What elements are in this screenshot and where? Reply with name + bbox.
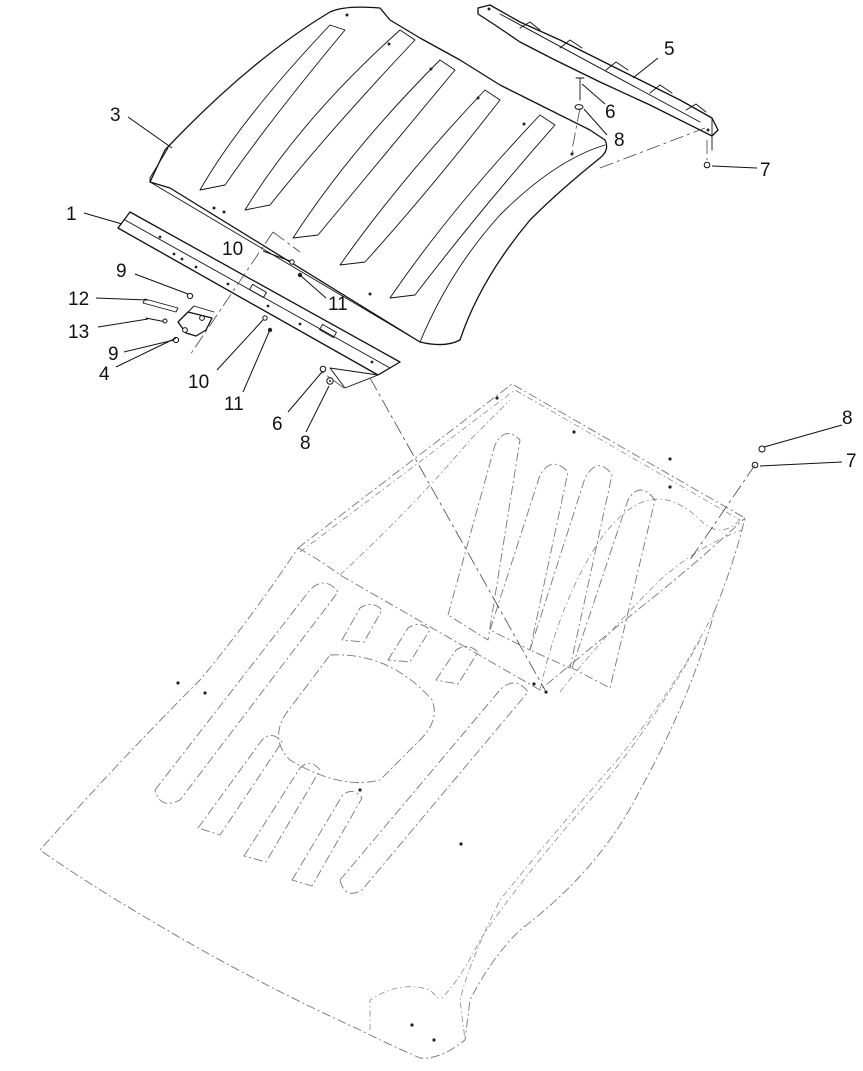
- callout-11-upper: 11: [328, 294, 348, 315]
- callout-9-lower: 9: [108, 344, 119, 365]
- top-bracket-part: [477, 4, 719, 151]
- callout-10-lower: 10: [188, 372, 209, 393]
- callout-4: 4: [99, 364, 110, 385]
- callout-13: 13: [68, 322, 89, 343]
- top-cover-part: [149, 6, 608, 346]
- callout-10-upper: 10: [222, 239, 243, 260]
- callout-8-lower: 8: [300, 433, 311, 454]
- lower-body-phantom: [39, 383, 746, 1059]
- callout-6-lower: 6: [272, 414, 283, 435]
- front-rail-part: [117, 211, 401, 389]
- callout-11-lower: 11: [224, 394, 244, 415]
- callout-5: 5: [664, 39, 675, 60]
- callout-12: 12: [68, 289, 89, 310]
- callout-3: 3: [110, 105, 121, 126]
- assembly-phantom-lines: [189, 107, 756, 691]
- callout-1: 1: [66, 204, 77, 225]
- callout-8-right: 8: [842, 408, 853, 429]
- callout-9-upper: 9: [116, 261, 127, 282]
- callout-labels: 1 3 4 5 6 8 7 9 12 13 9 10 11 10 11 6 8 …: [66, 39, 857, 472]
- callout-8-top: 8: [614, 130, 625, 151]
- callout-7-top: 7: [760, 160, 771, 181]
- fastener-group: [262, 77, 766, 469]
- callout-6-top: 6: [605, 102, 616, 123]
- latch-assembly: [142, 292, 215, 344]
- leader-lines: [83, 57, 843, 467]
- callout-7-right: 7: [846, 451, 857, 472]
